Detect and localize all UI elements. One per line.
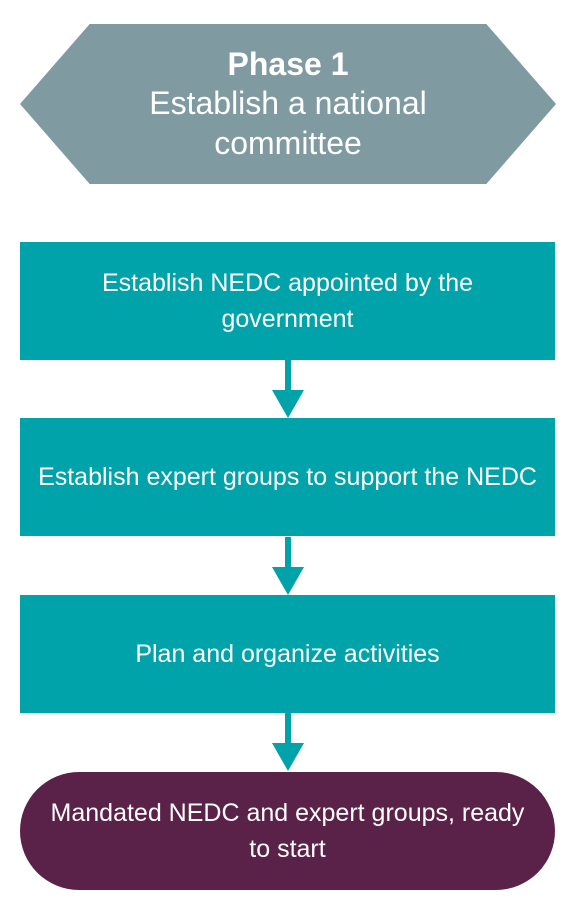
flow-arrow-down-icon — [272, 360, 304, 418]
phase-title: Phase 1 — [227, 46, 349, 82]
step-box-plan-activities: Plan and organize activities — [20, 595, 555, 713]
step-box-expert-groups: Establish expert groups to support the N… — [20, 418, 555, 536]
phase-subtitle: Establish a national committee — [149, 85, 427, 161]
phase-header-hexagon: Phase 1 Establish a national committee — [20, 24, 556, 184]
outcome-terminal: Mandated NEDC and expert groups, ready t… — [20, 772, 555, 890]
step-label: Establish expert groups to support the N… — [38, 463, 537, 491]
step-label: Plan and organize activities — [135, 640, 440, 668]
flow-arrow-down-icon — [272, 713, 304, 771]
outcome-label: Mandated NEDC and expert groups, ready t… — [50, 799, 525, 863]
flow-arrow-down-icon — [272, 537, 304, 595]
step-label: Establish NEDC appointed by the governme… — [101, 269, 474, 333]
step-box-establish-nedc: Establish NEDC appointed by the governme… — [20, 242, 555, 360]
